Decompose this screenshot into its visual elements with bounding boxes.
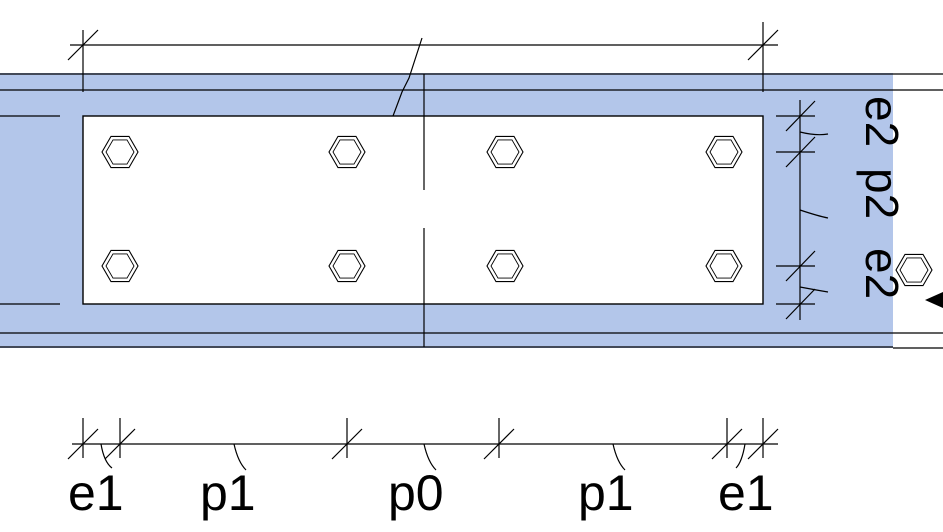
hexagon-bolt-icon — [895, 253, 933, 287]
dim-label-e1-left: e1 — [68, 465, 124, 521]
hexagon-bolt-icon — [895, 253, 933, 287]
hexagon-bolt-icon — [705, 249, 743, 283]
bottom-dimension-chain — [67, 418, 779, 471]
bolt-group — [101, 135, 743, 283]
section-arrow — [925, 292, 943, 308]
dim-label-e2-bottom: e2 — [856, 248, 908, 299]
dim-label-p1-left: p1 — [200, 465, 256, 521]
hexagon-bolt-icon — [101, 135, 139, 169]
hexagon-bolt-icon — [101, 249, 139, 283]
dim-label-p1-right: p1 — [578, 465, 634, 521]
dim-label-e1-right: e1 — [718, 465, 774, 521]
beam-edge-lines — [0, 73, 893, 348]
hexagon-bolt-icon — [705, 135, 743, 169]
beam-continuation-right — [893, 73, 943, 349]
hexagon-bolt-icon — [328, 249, 366, 283]
hexagon-bolt-icon — [486, 249, 524, 283]
dim-label-p2: p2 — [856, 168, 908, 219]
dim-label-e2-top: e2 — [856, 96, 908, 147]
splice-plate — [82, 115, 764, 305]
dim-label-p0: p0 — [388, 465, 444, 521]
hexagon-bolt-icon — [328, 135, 366, 169]
hexagon-bolt-icon — [486, 135, 524, 169]
side-dimension-chain — [776, 100, 829, 320]
top-overall-dimension — [67, 22, 779, 117]
